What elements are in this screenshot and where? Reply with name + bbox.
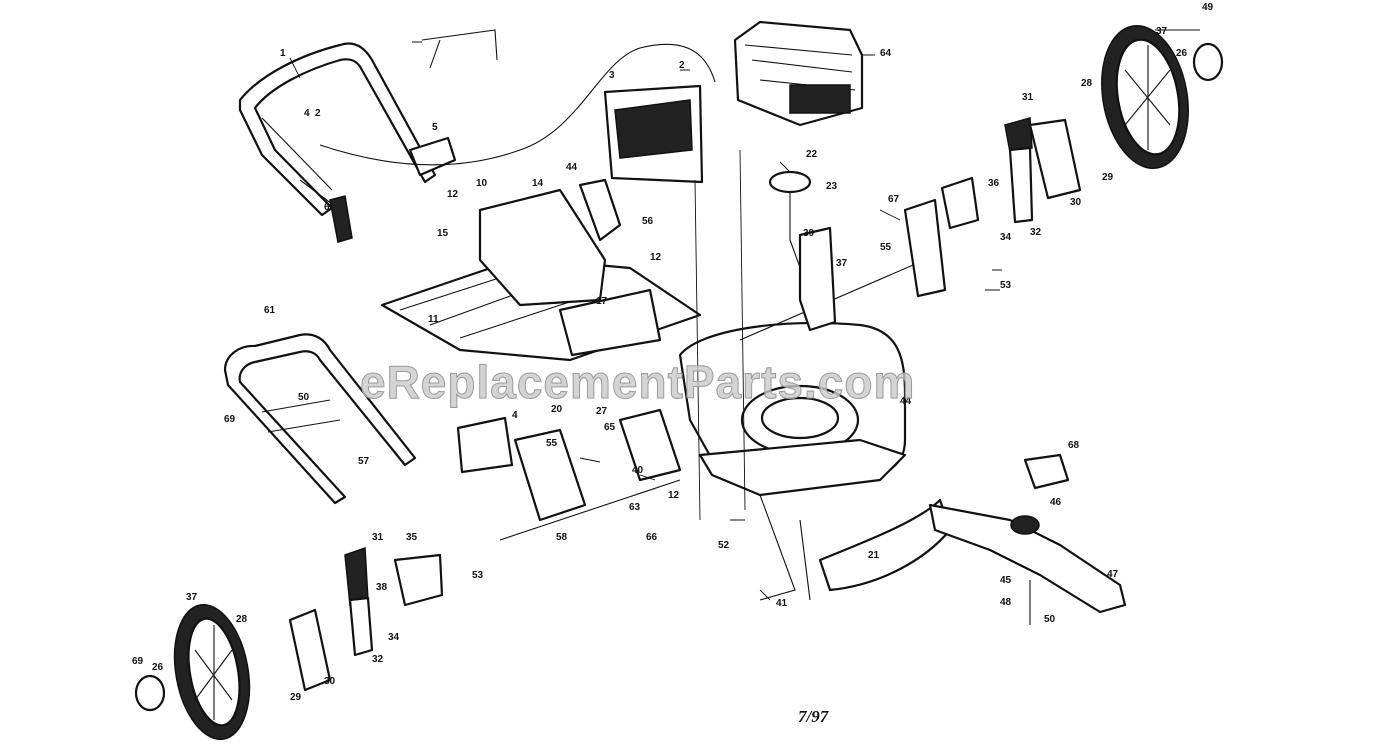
- label-plate: [603, 84, 704, 184]
- callout-5: 5: [432, 122, 438, 133]
- callout-12: 12: [447, 189, 459, 200]
- callout-31b: 31: [372, 532, 384, 543]
- axle-brackets: [456, 261, 921, 541]
- callout-4: 4: [512, 410, 518, 421]
- callout-37b: 37: [186, 592, 198, 603]
- callout-1: 1: [280, 48, 286, 59]
- engine: [733, 20, 864, 127]
- callout-3: 3: [609, 70, 615, 81]
- callout-36: 36: [988, 178, 1000, 189]
- callout-28: 28: [1081, 78, 1093, 89]
- callout-34b: 34: [388, 632, 400, 643]
- callout-26: 26: [1176, 48, 1188, 59]
- callout-28b: 28: [236, 614, 248, 625]
- callout-52: 52: [718, 540, 730, 551]
- callout-50b: 50: [298, 392, 310, 403]
- callout-56: 56: [642, 216, 654, 227]
- callout-48: 48: [1000, 597, 1012, 608]
- callout-55b: 55: [546, 438, 558, 449]
- callout-37c: 37: [836, 258, 848, 269]
- watermark-text: eReplacementParts.com: [360, 356, 915, 408]
- callout-40: 40: [632, 465, 644, 476]
- callout-31: 31: [1022, 92, 1034, 103]
- callout-17: 17: [596, 296, 608, 307]
- callout-38: 38: [376, 582, 388, 593]
- callout-35: 35: [406, 532, 418, 543]
- left-height-adjuster: [288, 546, 444, 692]
- callout-12c: 12: [668, 490, 680, 501]
- callout-6: 6: [324, 202, 330, 213]
- callout-58: 58: [556, 532, 568, 543]
- callout-45: 45: [1000, 575, 1012, 586]
- callout-46: 46: [1050, 497, 1062, 508]
- callout-29: 29: [1102, 172, 1114, 183]
- callout-66: 66: [646, 532, 658, 543]
- callout-20: 20: [551, 404, 563, 415]
- callout-64: 64: [880, 48, 892, 59]
- baffle-and-blade: [818, 453, 1127, 625]
- callout-2b: 2: [315, 108, 321, 119]
- callout-37: 37: [1156, 26, 1168, 37]
- left-wheel: [134, 603, 251, 741]
- lower-handle: [223, 333, 417, 505]
- callout-69b: 69: [132, 656, 144, 667]
- right-brackets: [798, 117, 1082, 332]
- callout-68: 68: [1068, 440, 1080, 451]
- footer-code: 7/97: [798, 707, 830, 726]
- callout-41: 41: [776, 598, 788, 609]
- callout-15: 15: [437, 228, 449, 239]
- callout-47: 47: [1107, 569, 1119, 580]
- callout-12b: 12: [650, 252, 662, 263]
- callout-63: 63: [629, 502, 641, 513]
- callout-61: 61: [264, 305, 276, 316]
- callout-4b: 4: [304, 108, 310, 119]
- callout-53: 53: [1000, 280, 1012, 291]
- callout-65: 65: [604, 422, 616, 433]
- control-cable: [319, 29, 716, 243]
- callout-57: 57: [358, 456, 370, 467]
- rear-baffle: [380, 178, 702, 362]
- callout-26b: 26: [152, 662, 164, 673]
- callout-44b: 44: [900, 396, 912, 407]
- callout-50: 50: [1044, 614, 1056, 625]
- callout-14: 14: [532, 178, 544, 189]
- callout-53b: 53: [472, 570, 484, 581]
- callout-30: 30: [1070, 197, 1082, 208]
- mower-deck: [678, 321, 907, 601]
- callout-11: 11: [428, 314, 439, 325]
- right-wheel: [1101, 24, 1224, 170]
- callout-30b: 30: [324, 676, 336, 687]
- callout-39: 39: [803, 228, 815, 239]
- callout-23: 23: [826, 181, 838, 192]
- callout-67: 67: [888, 194, 900, 205]
- callout-34: 34: [1000, 232, 1012, 243]
- callouts: 1 2 2 3 4 4 5 6 10 11 12 12 12 14 15 17 …: [132, 2, 1214, 703]
- callout-22: 22: [806, 149, 818, 160]
- callout-32b: 32: [372, 654, 384, 665]
- callout-44: 44: [566, 162, 578, 173]
- callout-2: 2: [679, 60, 685, 71]
- upper-handle: [238, 42, 457, 217]
- leader-lines: [289, 29, 1200, 601]
- callout-32: 32: [1030, 227, 1042, 238]
- callout-29b: 29: [290, 692, 302, 703]
- callout-21: 21: [868, 550, 880, 561]
- callout-55: 55: [880, 242, 892, 253]
- callout-27: 27: [596, 406, 608, 417]
- callout-69: 69: [224, 414, 236, 425]
- callout-10: 10: [476, 178, 488, 189]
- callout-49: 49: [1202, 2, 1214, 13]
